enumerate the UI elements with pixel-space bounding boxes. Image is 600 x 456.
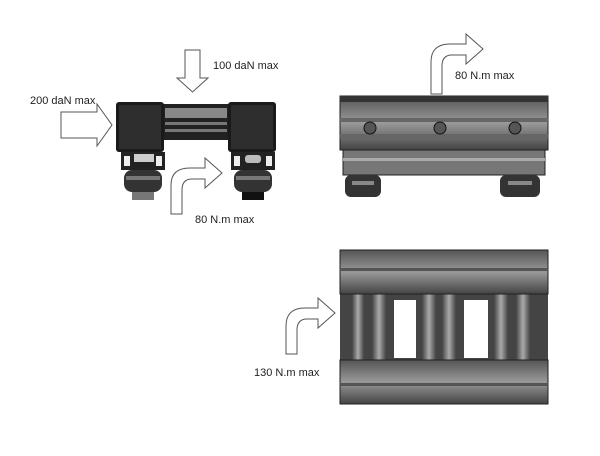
front-torque-label: 80 N.m max [195,214,255,226]
top-view [285,249,549,405]
right-arrow-icon [60,102,113,148]
side-torque-label: 80 N.m max [455,70,515,82]
vertical-force-label: 100 daN max [213,60,279,72]
front-view [60,49,276,215]
down-arrow-icon [175,49,210,93]
curved-arrow-icon [430,32,484,95]
horizontal-force-label: 200 daN max [30,95,96,107]
foot-right [231,152,275,200]
curved-arrow-icon [170,156,223,215]
foot-left [121,152,165,200]
side-view [339,32,549,197]
top-torque-label: 130 N.m max [254,367,320,379]
curved-arrow-icon [285,296,336,355]
